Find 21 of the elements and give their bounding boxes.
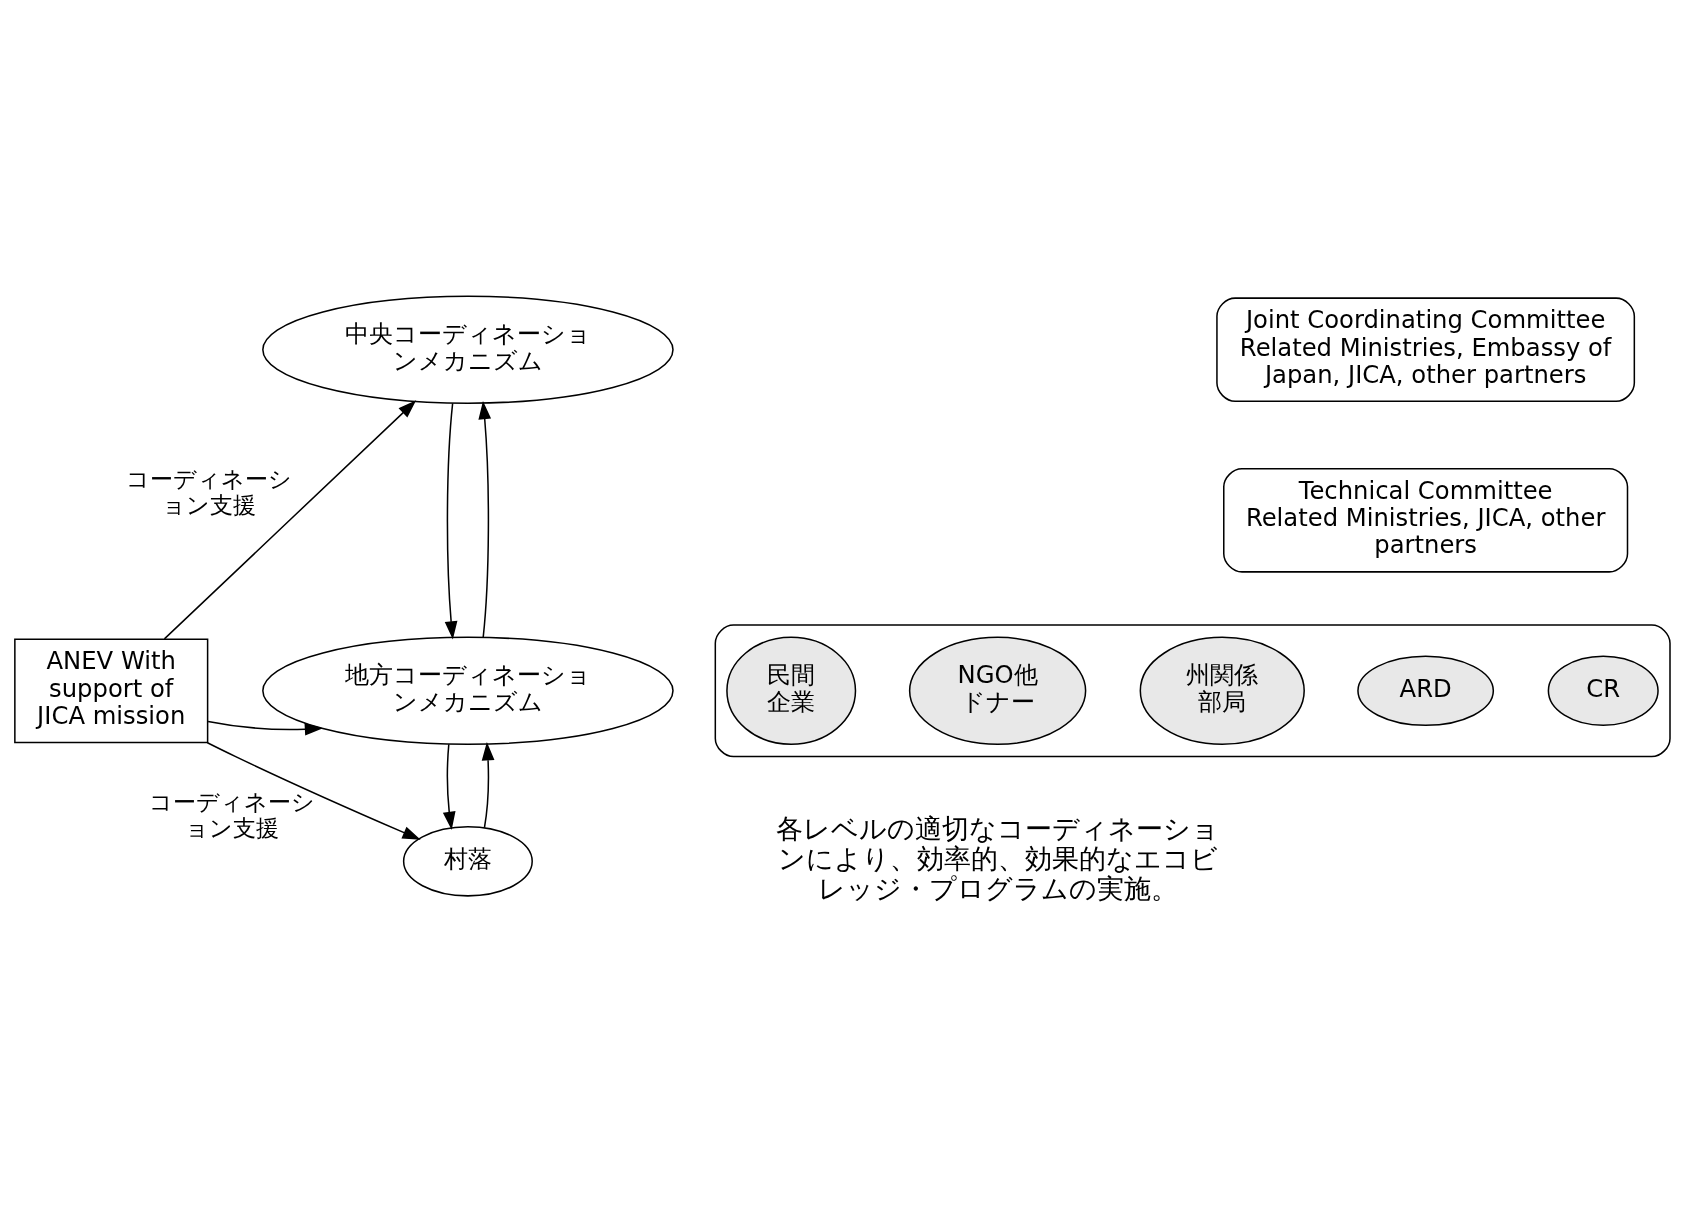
node-box: Technical Committee Related Ministries, JICA, other partners	[1223, 467, 1629, 573]
node-ellipse: 地方コーディネーションメカニズム	[262, 636, 674, 745]
edge-label: コーディネーション支援	[148, 788, 315, 841]
node-box: ANEV With support of JICA mission	[14, 637, 209, 743]
arrow	[163, 399, 417, 640]
node-ellipse: ARD	[1357, 655, 1495, 726]
cluster	[714, 623, 1671, 757]
arrow	[444, 402, 458, 639]
label: 各レベルの適切なコーディネーションにより、効率的、効果的なエコビレッジ・プログラムの実施。	[776, 812, 1220, 904]
node-ellipse: CR	[1547, 655, 1659, 726]
edge-label: コーディネーション支援	[125, 465, 292, 518]
arrow	[478, 400, 492, 638]
node-ellipse: 中央コーディネーションメカニズム	[262, 295, 674, 404]
node-box: Joint Coordinating Committee Related Ministries, Embassy of Japan, JICA, other partners	[1216, 296, 1636, 402]
arrow	[207, 720, 324, 736]
arrow	[442, 743, 456, 830]
node-ellipse: 民間企業	[726, 636, 857, 745]
node-ellipse: 州関係部局	[1139, 636, 1305, 745]
arrow	[206, 741, 421, 840]
node-ellipse: NGO他ドナー	[908, 636, 1087, 745]
arrow	[481, 741, 495, 828]
